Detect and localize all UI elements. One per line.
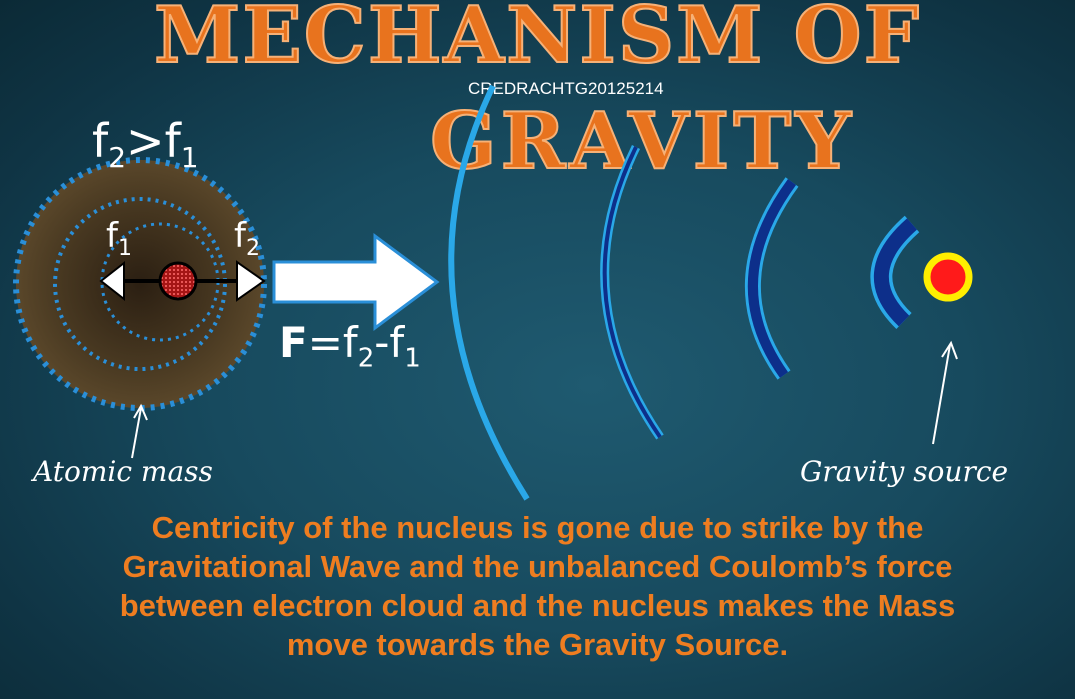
wave-arc-4-inner xyxy=(874,218,918,327)
atom-group xyxy=(13,157,267,411)
caption-text: Centricity of the nucleus is gone due to… xyxy=(0,508,1075,664)
force-formula: F=f2-f1 xyxy=(279,318,421,374)
title-line-2: GRAVITY xyxy=(429,95,856,188)
pointer-gravity xyxy=(932,340,958,445)
wave-arc-2-inner xyxy=(602,146,662,439)
caption-line-3: between electron cloud and the nucleus m… xyxy=(119,588,956,623)
condition-formula: f2>f1 xyxy=(92,114,199,175)
wave-arc-1 xyxy=(448,84,530,501)
arrow-left-icon xyxy=(99,260,125,302)
atomic-mass-label: Atomic mass xyxy=(33,455,213,488)
caption-line-1: Centricity of the nucleus is gone due to… xyxy=(151,510,924,545)
f2-label: f2 xyxy=(234,216,260,261)
direction-arrow-icon xyxy=(272,233,440,331)
title-line-1: MECHANISM OF xyxy=(153,0,922,82)
gravity-source-label: Gravity source xyxy=(800,455,1009,488)
gravity-source-icon xyxy=(923,252,973,302)
electron-cloud xyxy=(13,157,267,411)
caption-line-4: move towards the Gravity Source. xyxy=(286,627,789,662)
watermark-text: CREDRACHTG20125214 xyxy=(468,79,664,98)
gravity-waves xyxy=(448,84,920,501)
wave-arc-3-inner xyxy=(747,179,797,378)
pointer-atomic xyxy=(131,403,148,459)
caption-line-2: Gravitational Wave and the unbalanced Co… xyxy=(122,549,953,584)
nucleus-icon xyxy=(158,261,198,301)
orbit-middle xyxy=(53,197,227,371)
arrow-right-icon xyxy=(236,260,266,302)
f1-label: f1 xyxy=(106,216,132,261)
